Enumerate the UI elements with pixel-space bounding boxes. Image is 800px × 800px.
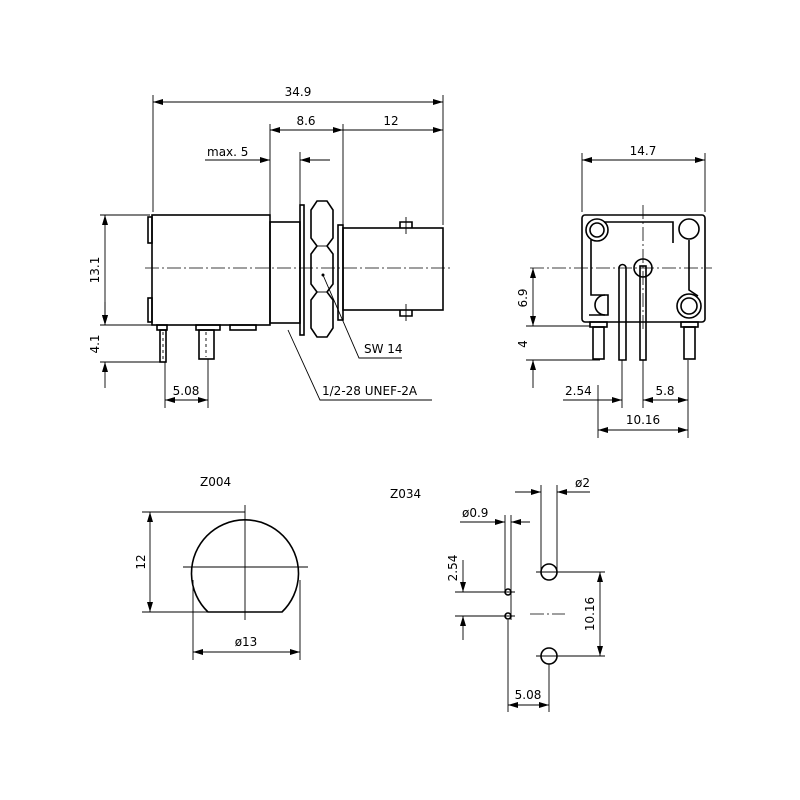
dim-flange-to-nut: 8.6 <box>296 114 315 128</box>
dim-small-pitch: 2.54 <box>446 555 460 582</box>
dim-pin-span: 10.16 <box>626 413 660 427</box>
thread-section <box>269 221 301 324</box>
dim-front-length: 12 <box>383 114 398 128</box>
dim-pin-length-end: 4 <box>516 340 530 348</box>
dim-diameter: ø13 <box>235 635 258 649</box>
dim-pin-pitch: 5.08 <box>173 384 200 398</box>
cutout-label: Z004 <box>200 475 231 489</box>
pin <box>198 329 215 360</box>
dim-pin-length: 4.1 <box>88 334 102 353</box>
connector-end <box>581 214 706 323</box>
pcb-layout-z034: Z034 ø2 ø0.9 2.54 10.16 5.08 <box>390 476 605 712</box>
d-cutout-shape <box>190 519 300 613</box>
dim-large-hole: ø2 <box>575 476 590 490</box>
dim-offset-left: 2.54 <box>565 384 592 398</box>
hex-nut <box>310 200 334 338</box>
bnc-tube <box>342 227 444 311</box>
label-wrench-size: SW 14 <box>364 342 403 356</box>
label-thread: 1/2-28 UNEF-2A <box>322 384 418 398</box>
side-view: 34.9 8.6 12 max. 5 13.1 4.1 5.08 SW 14 1… <box>88 85 450 408</box>
layout-label: Z034 <box>390 487 421 501</box>
connector-body <box>151 214 271 326</box>
dim-center-height: 6.9 <box>516 288 530 307</box>
dim-x-offset: 5.08 <box>515 688 542 702</box>
dim-large-pitch: 10.16 <box>583 597 597 631</box>
washer <box>299 204 305 336</box>
dim-width: 14.7 <box>630 144 657 158</box>
dim-body-height: 13.1 <box>88 257 102 284</box>
end-view: 14.7 6.9 4 2.54 5.8 10.16 <box>516 144 712 438</box>
dim-panel-thickness: max. 5 <box>207 145 248 159</box>
dim-offset-right: 5.8 <box>655 384 674 398</box>
dim-flat-height: 12 <box>134 554 148 569</box>
dim-small-hole: ø0.9 <box>462 506 488 520</box>
panel-cutout-z004: Z004 12 ø13 <box>134 475 308 660</box>
dim-overall-length: 34.9 <box>285 85 312 99</box>
